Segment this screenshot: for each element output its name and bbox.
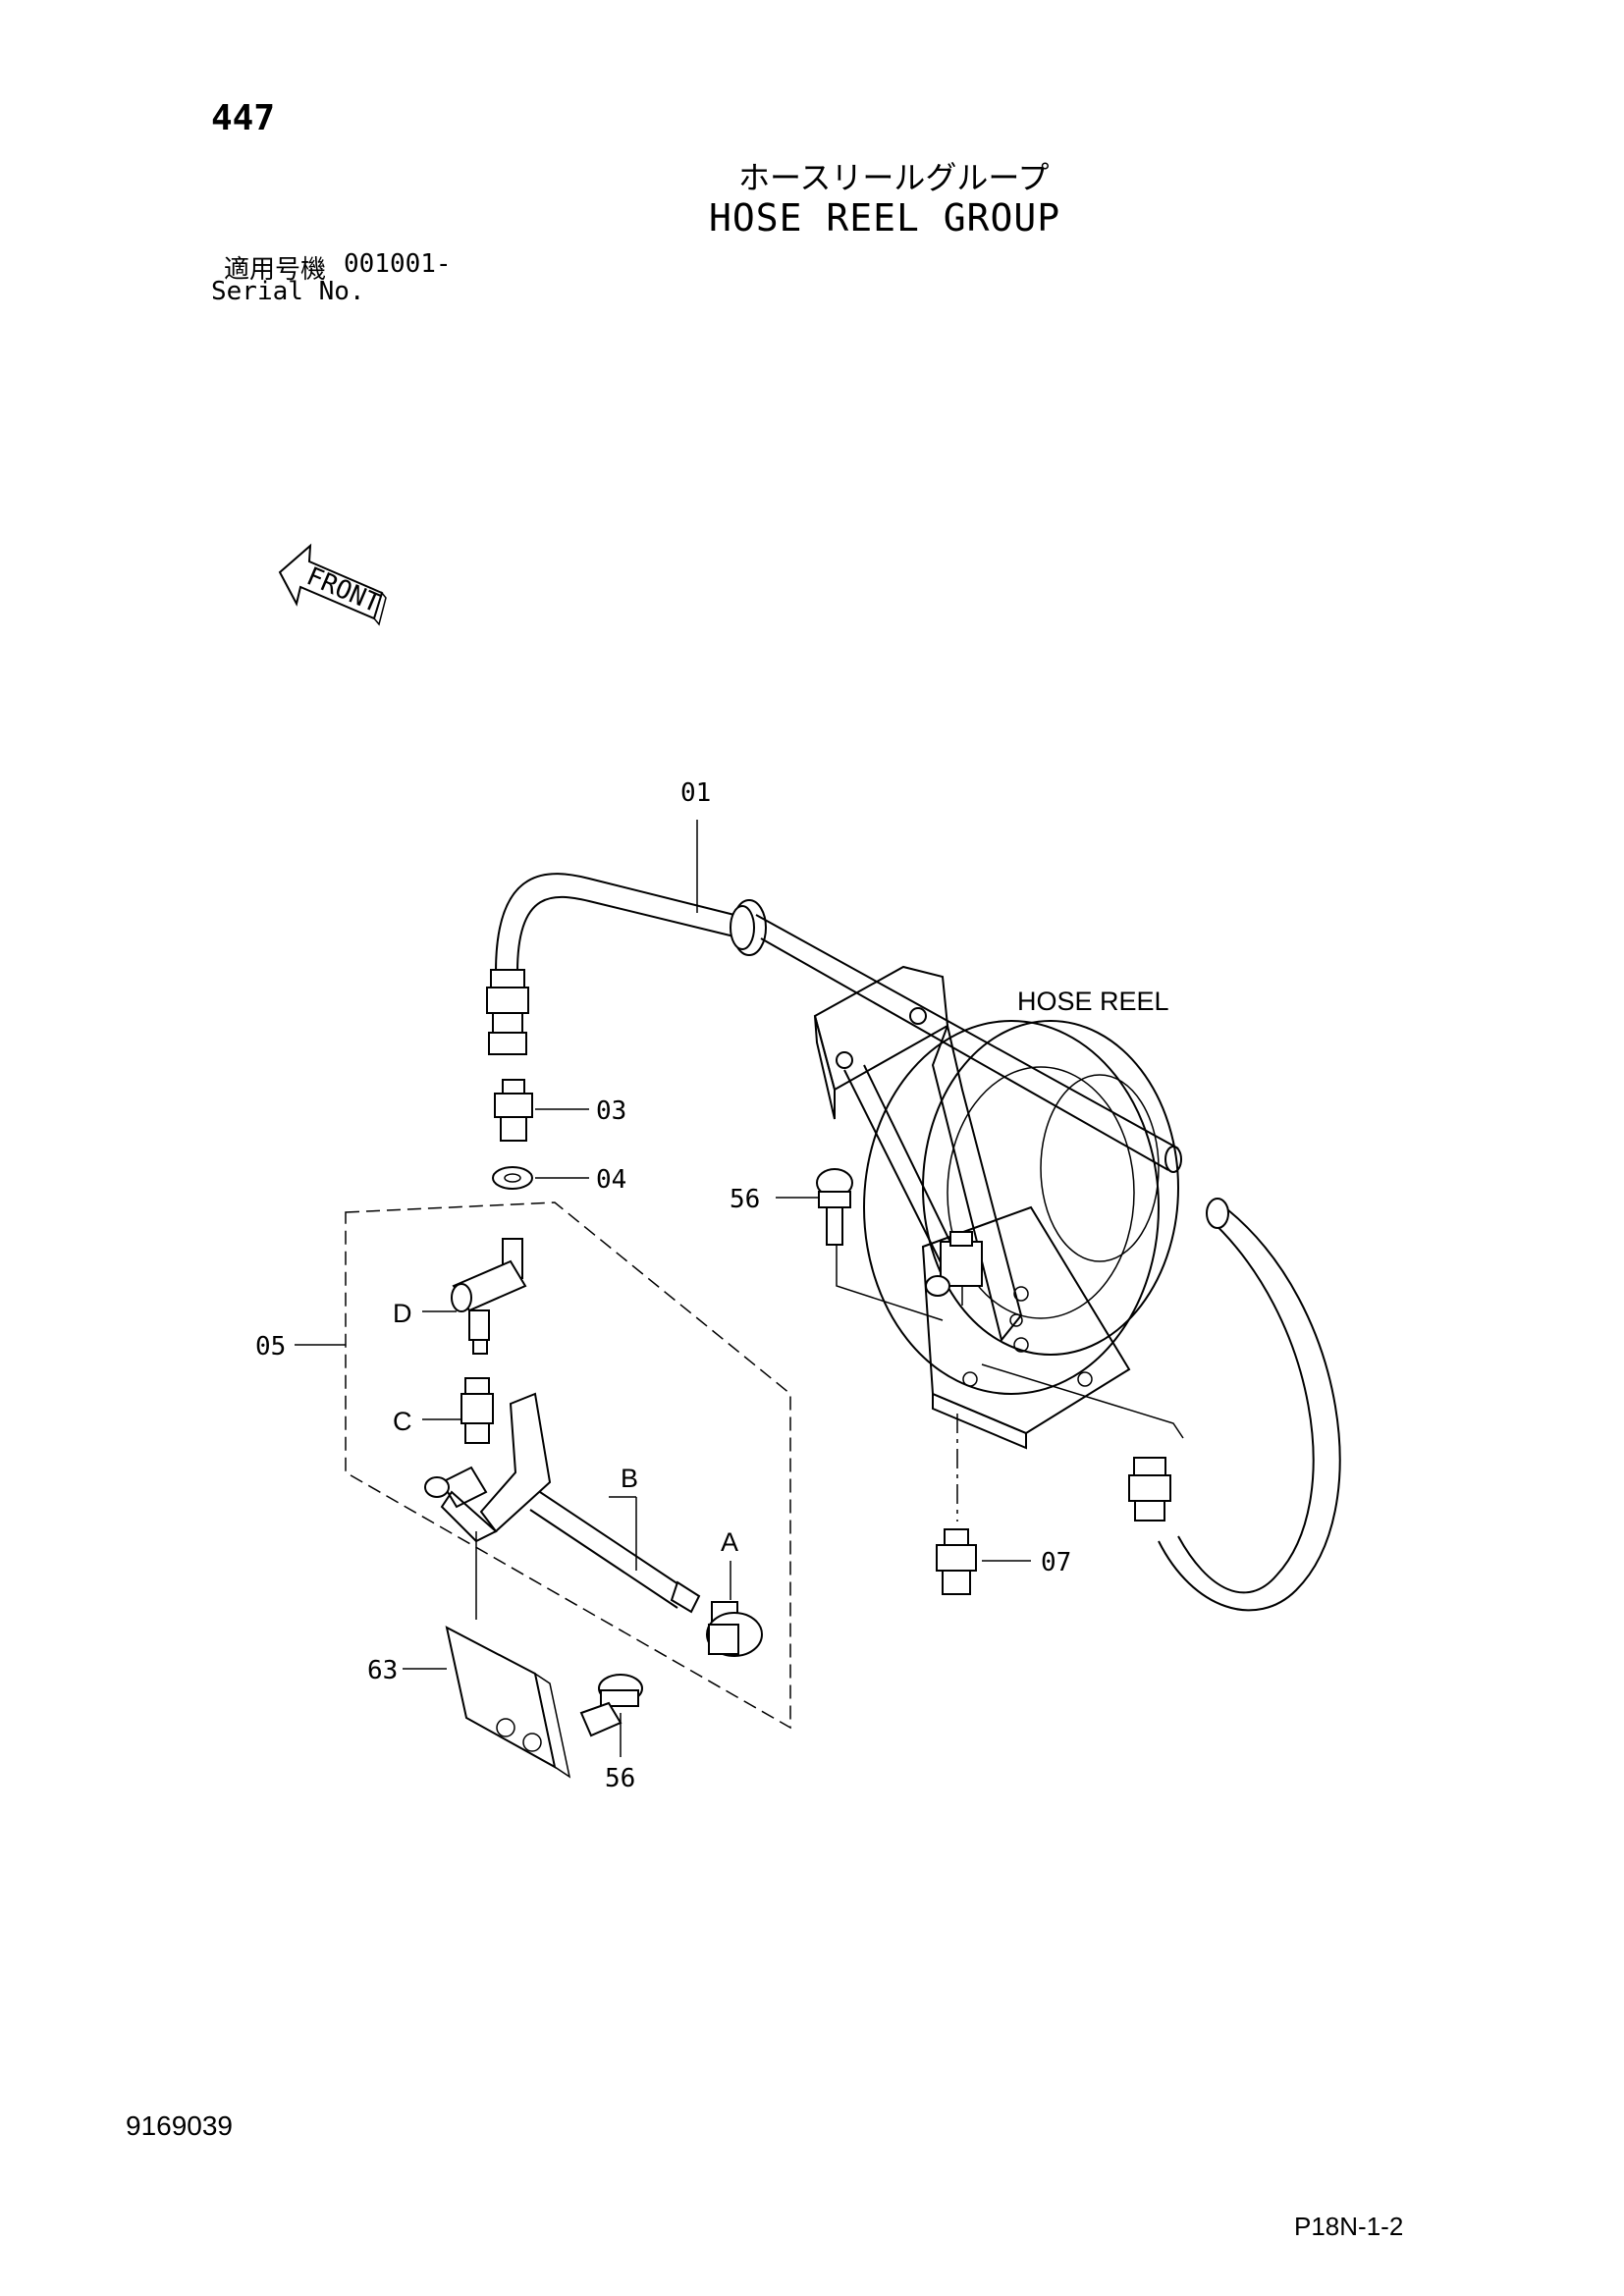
title-japanese: ホースリールグループ xyxy=(738,159,1050,196)
callout-b: B xyxy=(621,1464,638,1493)
page-code: P18N-1-2 xyxy=(1294,2212,1404,2241)
callout-63: 63 xyxy=(367,1656,398,1685)
washer-04 xyxy=(492,1166,533,1190)
plate-63 xyxy=(445,1626,571,1779)
serial-range: 001001- xyxy=(344,249,452,279)
front-arrow-icon: FRONT xyxy=(278,543,387,626)
serial-label-english: Serial No. xyxy=(211,277,365,306)
title-english: HOSE REEL GROUP xyxy=(709,196,1061,240)
nipple-c xyxy=(460,1377,494,1444)
assembly-label: HOSE REEL xyxy=(1017,987,1169,1016)
assembly-05-boundary xyxy=(345,1201,791,1730)
callout-56-lower: 56 xyxy=(605,1764,635,1793)
hose-01 xyxy=(486,873,1182,1173)
holder-bracket xyxy=(424,1392,552,1543)
front-arrow-label: FRONT xyxy=(302,561,385,618)
callout-04: 04 xyxy=(596,1165,626,1195)
bolt-56-upper xyxy=(816,1168,853,1246)
page-number: 447 xyxy=(211,98,276,138)
callout-07: 07 xyxy=(1041,1548,1071,1577)
callout-c: C xyxy=(393,1407,412,1436)
rod-b xyxy=(529,1491,701,1614)
elbow-d xyxy=(451,1238,527,1355)
hose-reel-assembly xyxy=(813,965,1179,1450)
fitting-03 xyxy=(494,1079,533,1142)
serial-label-japanese: 適用号機 xyxy=(224,255,327,285)
callout-03: 03 xyxy=(596,1096,626,1126)
document-number: 9169039 xyxy=(126,2110,234,2141)
cap-a xyxy=(706,1601,763,1657)
callout-05: 05 xyxy=(255,1332,286,1362)
return-hose xyxy=(1128,1198,1341,1612)
fitting-07 xyxy=(936,1528,977,1595)
callout-56-upper: 56 xyxy=(730,1185,760,1214)
callout-d: D xyxy=(393,1299,412,1328)
bolt-56-lower xyxy=(579,1674,643,1737)
callout-01: 01 xyxy=(680,778,711,808)
callout-a: A xyxy=(721,1527,738,1557)
